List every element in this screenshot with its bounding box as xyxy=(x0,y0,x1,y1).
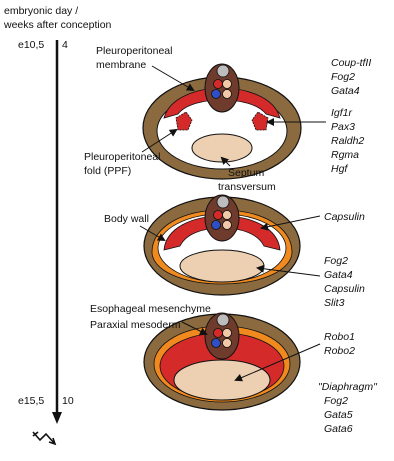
stage1-gene-ppf-1: Pax3 xyxy=(331,121,355,133)
stage1-section: Pleuroperitoneal membrane Pleuroperitone… xyxy=(84,45,371,193)
timeline-end-week: 10 xyxy=(62,395,74,407)
stage1-gene-top-2: Gata4 xyxy=(331,85,360,97)
stage3-central-tendon xyxy=(174,360,270,400)
stage3-gene-robo-1: Robo2 xyxy=(324,345,355,357)
stage2-organ-peach xyxy=(223,211,232,220)
stage1-gene-ppf-2: Raldh2 xyxy=(331,135,364,147)
stage1-genes-top: Coup-tfII Fog2 Gata4 xyxy=(331,57,371,97)
stage1-gene-ppf-4: Hgf xyxy=(331,163,348,175)
stage1-septum-transversum xyxy=(192,134,252,162)
timeline-header-line2: weeks after conception xyxy=(3,19,112,31)
stage3-diaphragm-label: "Diaphragm" xyxy=(318,381,378,393)
stage2-gene-2: Capsulin xyxy=(324,283,365,295)
stage1-label-fold-1: Pleuroperitoneal xyxy=(84,151,160,163)
stage3-gene-diaphragm-0: Fog2 xyxy=(324,395,348,407)
stage1-organ-red xyxy=(214,80,223,89)
stage2-septum xyxy=(180,250,264,282)
stage3-genes-robo: Robo1 Robo2 xyxy=(324,331,355,357)
stage2-genes-list: Fog2 Gata4 Capsulin Slit3 xyxy=(324,255,365,309)
stage1-genes-ppf: Igf1r Pax3 Raldh2 Rgma Hgf xyxy=(331,107,364,175)
stage3-organ-peach-2 xyxy=(223,339,232,348)
timeline-end-day: e15,5 xyxy=(18,395,44,407)
stage1-gene-ppf-3: Rgma xyxy=(331,149,359,161)
stage3-gene-robo-0: Robo1 xyxy=(324,331,355,343)
stage1-gene-top-0: Coup-tfII xyxy=(331,57,371,69)
stage3-gene-diaphragm-1: Gata5 xyxy=(324,409,353,421)
stage1-label-membrane-2: membrane xyxy=(96,59,146,71)
stage1-gene-top-1: Fog2 xyxy=(331,71,355,83)
stage3-organ-grey xyxy=(217,314,229,326)
stage2-gene-1: Gata4 xyxy=(324,269,353,281)
stage3-organ-red xyxy=(214,329,223,338)
stage3-label-paraxial: Paraxial mesoderm xyxy=(90,319,181,331)
timeline-header-line1: embryonic day / xyxy=(4,5,78,17)
stage1-label-membrane-1: Pleuroperitoneal xyxy=(96,45,172,57)
stage3-organ-blue xyxy=(212,339,221,348)
stage2-label-body-wall: Body wall xyxy=(104,213,149,225)
stage3-gene-diaphragm-2: Gata6 xyxy=(324,423,353,435)
stage3-genes-diaphragm: Fog2 Gata5 Gata6 xyxy=(324,395,353,435)
timeline-arrowhead-icon xyxy=(52,412,62,424)
stage2-organ-peach-2 xyxy=(223,221,232,230)
stage2-section: Body wall Capsulin Fog2 Gata4 Capsulin S… xyxy=(104,195,365,309)
stage1-arrow-membrane xyxy=(152,66,193,90)
stage2-organ-blue xyxy=(212,221,221,230)
stage1-label-septum-2: transversum xyxy=(218,181,276,193)
stage3-section: Esophageal mesenchyme Paraxial mesoderm … xyxy=(90,303,378,435)
stage2-gene-0: Fog2 xyxy=(324,255,348,267)
stage1-organ-peach-2 xyxy=(223,90,232,99)
stage1-label-fold-2: fold (PPF) xyxy=(84,165,131,177)
stage3-organ-peach xyxy=(223,329,232,338)
stage1-organ-grey xyxy=(217,65,229,77)
stage1-organ-blue xyxy=(212,90,221,99)
stage2-gene-3: Slit3 xyxy=(324,297,345,309)
timeline-start-week: 4 xyxy=(62,39,68,51)
stage1-organ-peach xyxy=(223,80,232,89)
compass-glyph-icon xyxy=(33,432,55,444)
timeline-start-day: e10,5 xyxy=(18,39,44,51)
stage1-gene-ppf-0: Igf1r xyxy=(331,107,353,119)
stage2-organ-red xyxy=(214,211,223,220)
stage3-label-esophageal: Esophageal mesenchyme xyxy=(90,303,211,315)
stage2-organ-grey xyxy=(217,196,229,208)
stage1-label-septum-1: Septum xyxy=(228,167,264,179)
stage2-gene-capsulin: Capsulin xyxy=(324,211,365,223)
